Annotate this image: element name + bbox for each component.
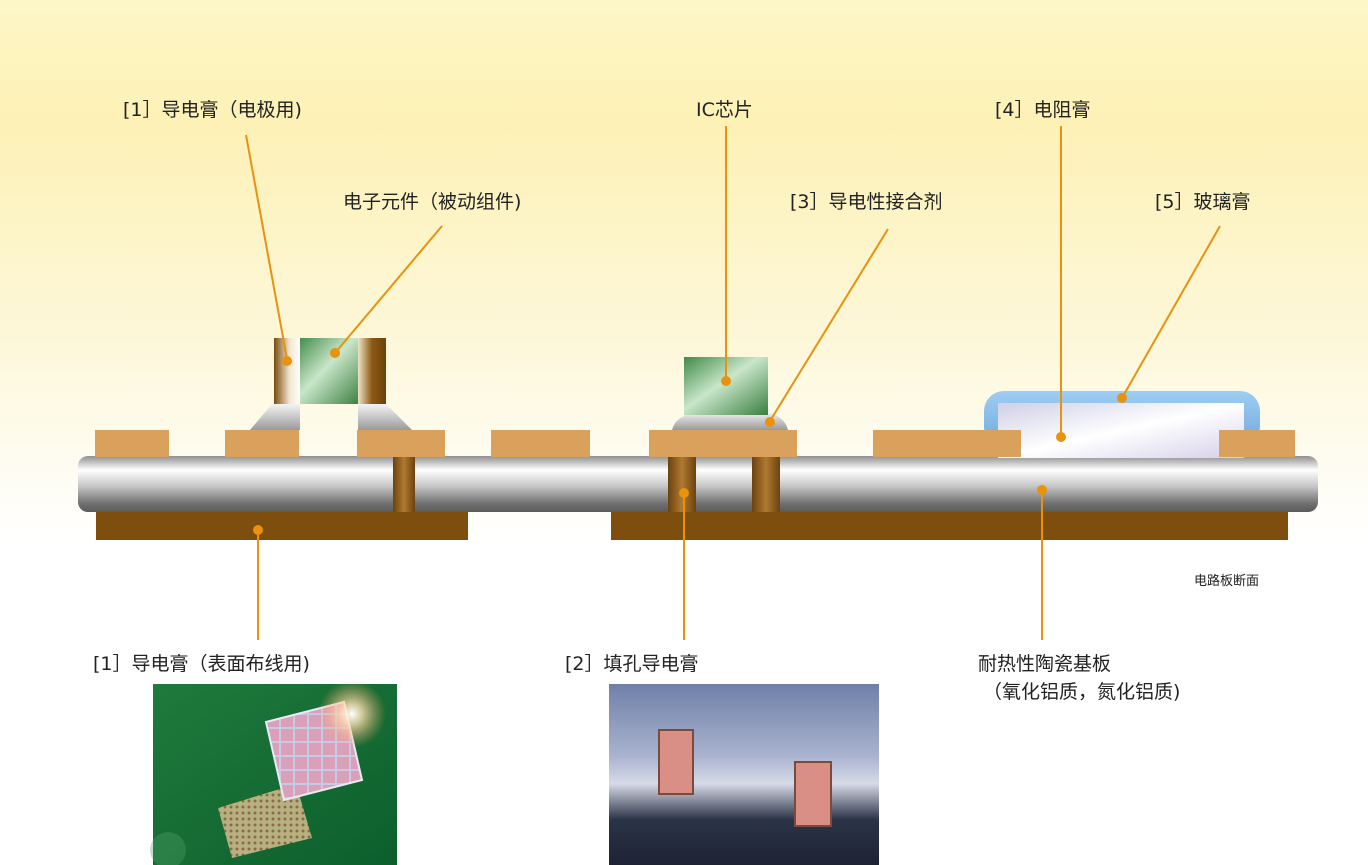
- label-passive-component: 电子元件（被动组件): [343, 191, 522, 213]
- ceramic-substrate: [78, 456, 1318, 512]
- label-substrate-material: （氧化铝质，氮化铝质): [983, 681, 1181, 703]
- label-resistor-paste: [4］电阻膏: [995, 99, 1091, 121]
- surface-pad-5: [649, 430, 797, 457]
- leader-dot-glass: [1117, 393, 1127, 403]
- label-via-filling-paste: [2］填孔导电膏: [565, 653, 699, 675]
- label-ic-chip: IC芯片: [696, 99, 753, 121]
- leader-dot-ic: [721, 376, 731, 386]
- photo-via-filling: [609, 684, 879, 865]
- via-hole-3: [752, 454, 780, 512]
- leader-dot-resistor: [1056, 432, 1066, 442]
- passive-solder-right: [358, 404, 412, 430]
- resistor-pad-right: [1219, 430, 1295, 457]
- conductive-adhesive: [672, 412, 788, 430]
- label-glass-paste: [5］玻璃膏: [1155, 191, 1251, 213]
- leader-dot-adhesive: [765, 417, 775, 427]
- surface-pad-2: [225, 430, 299, 457]
- leader-glass-paste: [1121, 225, 1221, 399]
- leader-adhesive: [769, 228, 889, 422]
- leader-dot-via: [679, 488, 689, 498]
- surface-pad-1: [95, 430, 169, 457]
- passive-electrode-right: [358, 338, 386, 404]
- via-hole-1: [393, 454, 415, 512]
- bottom-conductor-left: [96, 508, 468, 540]
- label-electrode-paste: [1］导电膏（电极用): [123, 99, 302, 121]
- resistor-layer: [998, 403, 1244, 458]
- passive-component-body: [298, 338, 360, 404]
- label-conductive-adhesive: [3］导电性接合剂: [790, 191, 943, 213]
- leader-passive-component: [334, 225, 443, 354]
- leader-dot-substrate: [1037, 485, 1047, 495]
- leader-dot-surface: [253, 525, 263, 535]
- label-substrate-title: 耐热性陶瓷基板: [978, 653, 1112, 675]
- leader-electrode-paste: [245, 134, 288, 360]
- surface-pad-4: [491, 430, 590, 457]
- passive-solder-left: [250, 404, 300, 430]
- leader-dot-electrode: [282, 356, 292, 366]
- resistor-pad-left: [873, 430, 1021, 457]
- passive-electrode-left: [274, 338, 300, 404]
- via-hole-2: [668, 454, 696, 512]
- leader-dot-passive: [330, 348, 340, 358]
- photo-surface-wiring: [150, 680, 397, 865]
- label-surface-wiring-paste: [1］导电膏（表面布线用): [93, 653, 310, 675]
- surface-pad-3: [357, 430, 445, 457]
- label-board-section: 电路板断面: [1194, 574, 1260, 589]
- bottom-conductor-right: [611, 508, 1288, 540]
